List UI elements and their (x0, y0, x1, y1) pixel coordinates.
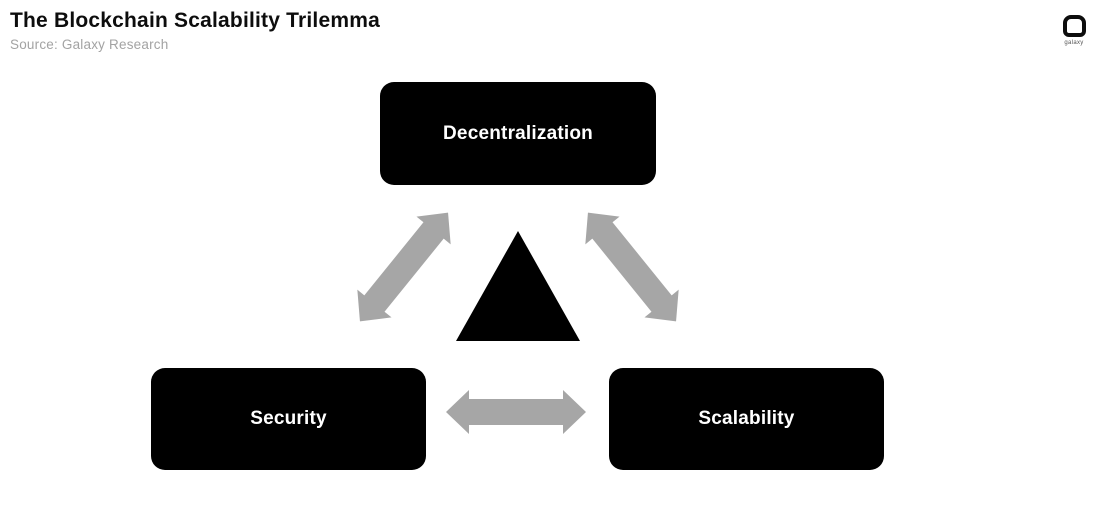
double-arrow-security-scalability-icon (446, 388, 586, 436)
node-security-label: Security (250, 408, 327, 429)
node-decentralization-label: Decentralization (443, 122, 593, 144)
galaxy-logo-icon (1062, 15, 1086, 37)
double-arrow-decentralization-security-icon (341, 197, 466, 336)
node-scalability-label: Scalability (698, 408, 795, 429)
header: The Blockchain Scalability Trilemma Sour… (10, 8, 380, 52)
node-scalability: Scalability (609, 368, 884, 470)
double-arrow-decentralization-scalability-icon (569, 197, 694, 336)
node-decentralization: Decentralization (380, 82, 656, 185)
galaxy-logo: galaxy (1061, 15, 1087, 46)
page-title: The Blockchain Scalability Trilemma (10, 9, 380, 32)
node-security: Security (151, 368, 426, 470)
source-label: Source: Galaxy Research (10, 37, 169, 53)
triangle-icon (456, 231, 580, 341)
galaxy-logo-text: galaxy (1064, 40, 1084, 46)
